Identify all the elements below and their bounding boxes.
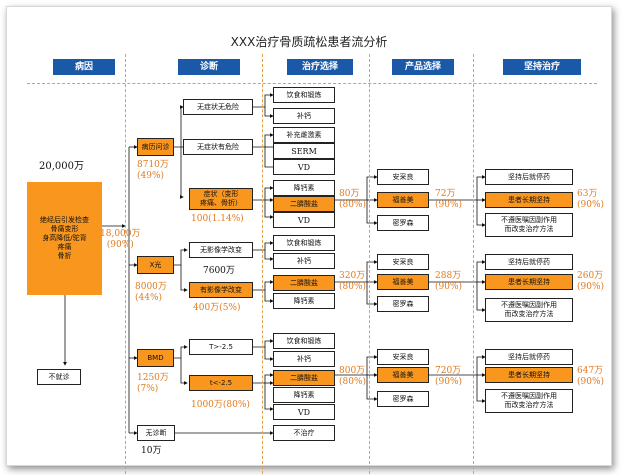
treatment-calcium: 补钙 bbox=[273, 253, 335, 269]
xray-box: X光 bbox=[137, 256, 174, 274]
treatment-calcitonin: 降钙素 bbox=[273, 387, 335, 403]
treatment-vd: VD bbox=[273, 212, 335, 228]
adherence-long-term: 患者长期坚持 bbox=[485, 367, 573, 383]
product-flow-count-2: 288万 (90%) bbox=[435, 271, 463, 292]
diagram-title: XXX治疗骨质疏松患者流分析 bbox=[230, 35, 388, 49]
t-score-above-box: T>-2.5 bbox=[189, 339, 253, 355]
header-diagnosis: 诊断 bbox=[178, 59, 240, 75]
treatment-calcium: 补钙 bbox=[273, 108, 335, 124]
product-3: 密罗森 bbox=[377, 296, 429, 312]
symptom-box: 症状（变形 疼痛、骨折） bbox=[189, 188, 253, 210]
treatment-diet: 饮食和锻炼 bbox=[273, 333, 335, 349]
product-3: 密罗森 bbox=[377, 215, 429, 231]
total-patients: 20,000万 bbox=[39, 161, 84, 172]
column-divider bbox=[473, 54, 474, 474]
no-symptom-no-risk-box: 无症状无危险 bbox=[183, 99, 253, 115]
adherence-long-term: 患者长期坚持 bbox=[485, 274, 573, 290]
treatment-serm: SERM bbox=[273, 143, 335, 159]
treatment-vd: VD bbox=[273, 159, 335, 175]
adherence-stop: 坚持后就停药 bbox=[485, 169, 573, 185]
xray-no-change-box: 无影像学改变 bbox=[189, 242, 253, 258]
treatment-flow-count-2: 320万 (80%) bbox=[339, 271, 367, 292]
treatment-bisphosphonate: 二膦酸盐 bbox=[273, 275, 335, 291]
no-symptom-risk-box: 无症状有危险 bbox=[183, 139, 253, 155]
adherence-flow-count-3: 647万 (90%) bbox=[577, 366, 605, 387]
treatment-calcitonin: 降钙素 bbox=[273, 180, 335, 196]
product-3: 密罗森 bbox=[377, 391, 429, 407]
treatment-none: 不治疗 bbox=[273, 425, 335, 441]
treatment-flow-count-3: 800万 (80%) bbox=[339, 366, 367, 387]
adherence-stop: 坚持后就停药 bbox=[485, 349, 573, 365]
xray-change-box: 有影像学改变 bbox=[189, 282, 253, 298]
adherence-change: 不遵医嘱因副作用 而改变治疗方法 bbox=[485, 389, 573, 413]
no-diagnosis-box: 无诊断 bbox=[137, 425, 175, 441]
treatment-calcium: 补钙 bbox=[273, 351, 335, 367]
treatment-hormone: 补充雌激素 bbox=[273, 127, 335, 143]
xray-change-flow-count: 400万(5%) bbox=[193, 303, 241, 313]
header-cause: 病因 bbox=[53, 59, 115, 75]
product-2: 福善美 bbox=[377, 367, 429, 383]
cause-flow-count: 18,000万 (90%) bbox=[100, 229, 141, 250]
treatment-bisphosphonate: 二膦酸盐 bbox=[273, 196, 335, 212]
treatment-bisphosphonate: 二膦酸盐 bbox=[273, 370, 335, 386]
header-adherence: 坚持治疗 bbox=[503, 59, 581, 75]
header-treatment: 治疗选择 bbox=[287, 59, 353, 75]
header-divider bbox=[27, 83, 597, 84]
t-score-below-box: t<-2.5 bbox=[189, 375, 253, 391]
product-1: 安采良 bbox=[377, 254, 429, 270]
product-2: 福善美 bbox=[377, 192, 429, 208]
adherence-flow-count-1: 63万 (90%) bbox=[577, 189, 605, 210]
history-box: 病历问诊 bbox=[137, 138, 174, 156]
treatment-vd: VD bbox=[273, 404, 335, 420]
header-product: 产品选择 bbox=[392, 59, 454, 75]
bmd-flow-count: 1250万 (7%) bbox=[137, 373, 169, 394]
treatment-calcitonin: 降钙素 bbox=[273, 293, 335, 309]
adherence-long-term: 患者长期坚持 bbox=[485, 192, 573, 208]
connector-lines bbox=[63, 93, 486, 435]
product-flow-count-1: 72万 (90%) bbox=[435, 189, 463, 210]
xray-no-change-count: 7600万 bbox=[203, 266, 235, 276]
product-1: 安采良 bbox=[377, 169, 429, 185]
column-divider bbox=[262, 54, 263, 474]
not-diagnosed-box: 不就诊 bbox=[37, 369, 81, 385]
xray-flow-count: 8000万 (44%) bbox=[135, 282, 167, 303]
adherence-stop: 坚持后就停药 bbox=[485, 254, 573, 270]
product-2: 福善美 bbox=[377, 274, 429, 290]
symptom-flow-count: 100(1.14%) bbox=[191, 214, 244, 224]
column-divider bbox=[125, 54, 126, 474]
product-flow-count-3: 720万 (90%) bbox=[435, 366, 463, 387]
adherence-change: 不遵医嘱因副作用 而改变治疗方法 bbox=[485, 213, 573, 237]
treatment-diet: 饮食和锻炼 bbox=[273, 235, 335, 251]
cause-box: 绝经后引发检查 骨痛变形 身高降低/驼背 疼痛 骨折 bbox=[27, 182, 102, 295]
adherence-change: 不遵医嘱因副作用 而改变治疗方法 bbox=[485, 298, 573, 322]
t-score-below-flow-count: 1000万(80%) bbox=[191, 400, 250, 410]
no-diagnosis-count: 10万 bbox=[141, 446, 162, 456]
treatment-diet: 饮食和锻炼 bbox=[273, 87, 335, 103]
column-divider bbox=[369, 54, 370, 474]
bmd-box: BMD bbox=[137, 349, 174, 367]
product-1: 安采良 bbox=[377, 349, 429, 365]
adherence-flow-count-2: 260万 (90%) bbox=[577, 271, 605, 292]
treatment-flow-count-1: 80万 (80%) bbox=[339, 189, 367, 210]
slide-frame: XXX治疗骨质疏松患者流分析 病因 诊断 治疗选择 产品选择 坚持治疗 20,0… bbox=[6, 6, 612, 474]
history-flow-count: 8710万 (49%) bbox=[137, 160, 169, 181]
